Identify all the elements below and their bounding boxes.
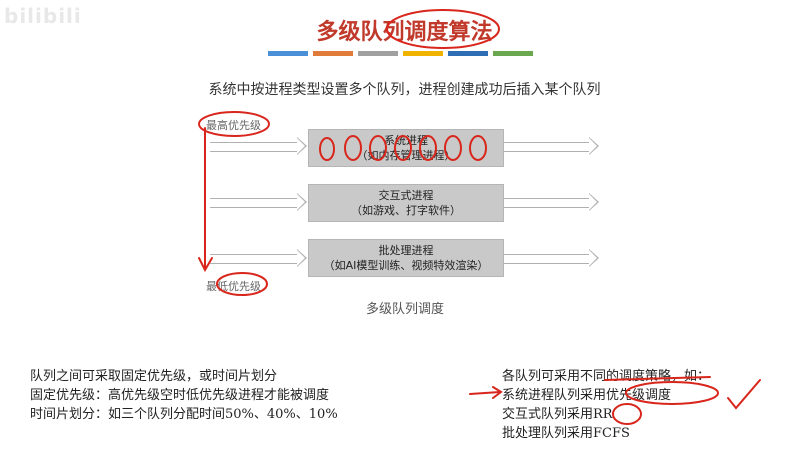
accent-bar [313, 51, 353, 56]
queue-box-interactive: 交互式进程 （如游戏、打字软件） [308, 184, 504, 222]
check-mark-icon [727, 379, 761, 410]
queue-name: 交互式进程 [378, 189, 434, 202]
right-notes: 各队列可采用不同的调度策略，如： 系统进程队列采用优先级调度 交互式队列采用RR… [502, 367, 710, 443]
note-line: 各队列可采用不同的调度策略，如： [502, 369, 711, 384]
note-line: 系统进程队列采用优先级调度 [502, 388, 672, 403]
queue-box-batch: 批处理进程 （如AI模型训练、视频特效渲染） [308, 239, 504, 277]
diagram-caption: 多级队列调度 [365, 302, 444, 317]
highest-priority-label: 最高优先级 [206, 119, 261, 132]
accent-bar [493, 51, 533, 56]
queue-detail: （如AI模型训练、视频特效渲染） [323, 259, 489, 272]
note-line: 固定优先级：高优先级空时低优先级进程才能被调度 [30, 388, 330, 403]
bilibili-watermark: bilibili [4, 4, 82, 28]
accent-bar [268, 51, 308, 56]
pointer-arrow [469, 391, 501, 395]
title-circle-annotation [386, 9, 500, 49]
highest-priority-circle [198, 111, 270, 137]
accent-bar [403, 51, 443, 56]
queue-name: 批处理进程 [378, 244, 434, 257]
accent-bar [358, 51, 398, 56]
rr-circle [612, 403, 642, 425]
strategy-underline [604, 376, 711, 381]
note-line: 队列之间可采取固定优先级，或时间片划分 [30, 369, 278, 384]
page-title: 多级队列调度算法 [316, 19, 493, 45]
note-line: 时间片划分：如三个队列分配时间50%、40%、10% [30, 407, 338, 422]
lowest-priority-circle [216, 272, 268, 296]
subtitle: 系统中按进程类型设置多个队列，进程创建成功后插入某个队列 [208, 82, 601, 98]
queue-detail: （如游戏、打字软件） [351, 204, 461, 217]
process-circles-annotation [319, 135, 487, 161]
note-line: 批处理队列采用FCFS [502, 426, 630, 441]
left-notes: 队列之间可采取固定优先级，或时间片划分 固定优先级：高优先级空时低优先级进程才能… [30, 367, 338, 424]
note-line: 交互式队列采用RR [502, 407, 613, 422]
priority-scheduling-circle [625, 381, 719, 405]
accent-bar [448, 51, 488, 56]
